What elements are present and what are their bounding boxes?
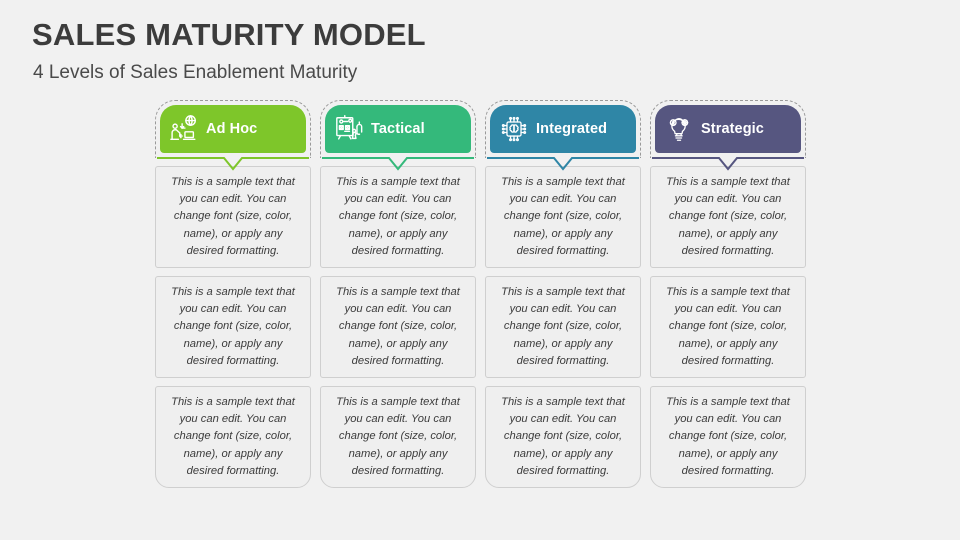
text-card[interactable]: This is a sample text that you can edit.… [650, 166, 806, 268]
column-integrated: Integrated This is a sample text that yo… [485, 100, 641, 500]
pill-wrap-tactical: Tactical [320, 100, 476, 171]
text-card[interactable]: This is a sample text that you can edit.… [485, 276, 641, 378]
text-card[interactable]: This is a sample text that you can edit.… [320, 166, 476, 268]
page-subtitle: 4 Levels of Sales Enablement Maturity [33, 62, 358, 83]
text-card[interactable]: This is a sample text that you can edit.… [320, 276, 476, 378]
level-header-tactical[interactable]: Tactical [325, 105, 471, 153]
connector-arrow-ad-hoc [157, 157, 309, 171]
page-title: SALES MATURITY MODEL [32, 17, 426, 52]
card-text: This is a sample text that you can edit.… [336, 286, 460, 367]
card-list-tactical: This is a sample text that you can edit.… [320, 166, 476, 488]
pill-dashed-outline [155, 100, 311, 158]
connector-arrow-tactical [322, 157, 474, 171]
card-text: This is a sample text that you can edit.… [171, 286, 295, 367]
column-ad-hoc: Ad Hoc This is a sample text that you ca… [155, 100, 311, 500]
pill-wrap-ad-hoc: Ad Hoc [155, 100, 311, 171]
card-text: This is a sample text that you can edit.… [501, 176, 625, 257]
card-text: This is a sample text that you can edit.… [501, 396, 625, 477]
maturity-model-board: Ad Hoc This is a sample text that you ca… [155, 100, 807, 500]
level-label-integrated: Integrated [536, 121, 608, 137]
ai-chip-brain-icon [501, 116, 527, 142]
card-list-integrated: This is a sample text that you can edit.… [485, 166, 641, 488]
text-card[interactable]: This is a sample text that you can edit.… [650, 276, 806, 378]
level-label-strategic: Strategic [701, 121, 764, 137]
text-card[interactable]: This is a sample text that you can edit.… [485, 166, 641, 268]
card-text: This is a sample text that you can edit.… [171, 176, 295, 257]
pill-dashed-outline [650, 100, 806, 158]
card-text: This is a sample text that you can edit.… [171, 396, 295, 477]
text-card[interactable]: This is a sample text that you can edit.… [650, 386, 806, 488]
connector-arrow-integrated [487, 157, 639, 171]
pill-dashed-outline [485, 100, 641, 158]
card-text: This is a sample text that you can edit.… [666, 176, 790, 257]
text-card[interactable]: This is a sample text that you can edit.… [155, 166, 311, 268]
strategy-board-icon [336, 114, 363, 140]
pill-wrap-strategic: Strategic [650, 100, 806, 171]
level-label-ad-hoc: Ad Hoc [206, 121, 258, 137]
card-text: This is a sample text that you can edit.… [501, 286, 625, 367]
pill-wrap-integrated: Integrated [485, 100, 641, 171]
card-list-strategic: This is a sample text that you can edit.… [650, 166, 806, 488]
card-text: This is a sample text that you can edit.… [666, 396, 790, 477]
connector-arrow-strategic [652, 157, 804, 171]
card-text: This is a sample text that you can edit.… [336, 176, 460, 257]
remote-work-globe-icon [170, 115, 196, 141]
column-strategic: Strategic This is a sample text that you… [650, 100, 806, 500]
level-header-integrated[interactable]: Integrated [490, 105, 636, 153]
text-card[interactable]: This is a sample text that you can edit.… [155, 386, 311, 488]
level-header-strategic[interactable]: Strategic [655, 105, 801, 153]
text-card[interactable]: This is a sample text that you can edit.… [485, 386, 641, 488]
text-card[interactable]: This is a sample text that you can edit.… [155, 276, 311, 378]
card-text: This is a sample text that you can edit.… [336, 396, 460, 477]
pill-dashed-outline [320, 100, 476, 158]
text-card[interactable]: This is a sample text that you can edit.… [320, 386, 476, 488]
column-tactical: Tactical This is a sample text that you … [320, 100, 476, 500]
card-list-ad-hoc: This is a sample text that you can edit.… [155, 166, 311, 488]
level-label-tactical: Tactical [371, 121, 425, 137]
lightbulb-idea-icon [669, 118, 689, 141]
card-text: This is a sample text that you can edit.… [666, 286, 790, 367]
level-header-ad-hoc[interactable]: Ad Hoc [160, 105, 306, 153]
